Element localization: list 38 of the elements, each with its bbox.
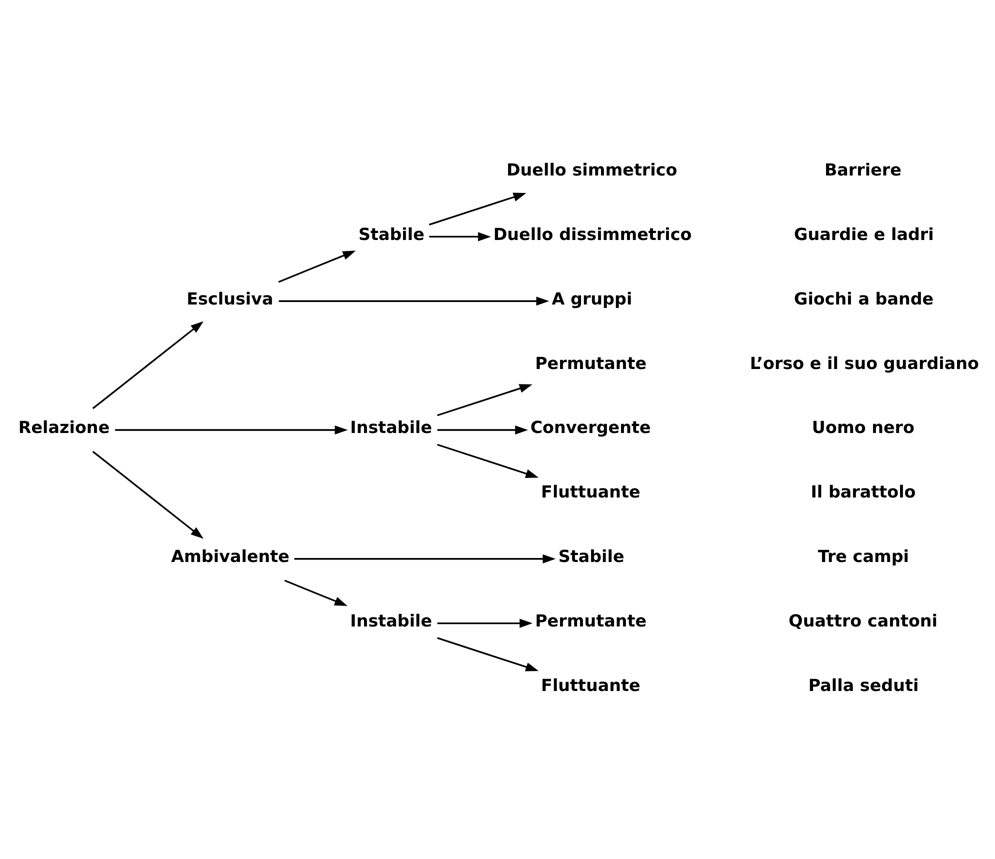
node-text: Ambivalente bbox=[171, 546, 290, 566]
arrow bbox=[115, 424, 348, 434]
arrow bbox=[437, 636, 539, 671]
arrow bbox=[437, 384, 532, 416]
arrow bbox=[92, 450, 204, 538]
label: Giochi a bande bbox=[794, 288, 934, 308]
arrow bbox=[429, 232, 491, 241]
node-text: Fluttuante bbox=[541, 481, 640, 502]
label: Tre campi bbox=[818, 546, 910, 566]
arrow bbox=[437, 443, 539, 478]
node-text: Permutante bbox=[535, 610, 647, 630]
arrow bbox=[428, 192, 526, 226]
node-text: Relazione bbox=[18, 416, 110, 437]
label: Palla seduti bbox=[808, 674, 919, 694]
arrow bbox=[437, 424, 528, 434]
arrow bbox=[284, 579, 348, 606]
label: Uomo nero bbox=[812, 416, 915, 437]
node-text: Duello dissimmetrico bbox=[493, 223, 692, 244]
label: Quattro cantoni bbox=[788, 610, 938, 630]
node-text: Esclusiva bbox=[186, 288, 274, 308]
arrow bbox=[92, 320, 204, 409]
node-text: Stabile bbox=[558, 546, 624, 566]
node-text: Instabile bbox=[350, 416, 432, 437]
arrow bbox=[437, 618, 533, 628]
arrow bbox=[278, 296, 550, 306]
node-text: A gruppi bbox=[552, 288, 632, 308]
arrow bbox=[278, 250, 356, 282]
node-text: Fluttuante bbox=[541, 674, 640, 694]
label: L’orso e il suo guardiano bbox=[750, 352, 979, 372]
node-text: Stabile bbox=[358, 223, 424, 244]
node-text: Instabile bbox=[350, 610, 432, 630]
label: Barriere bbox=[824, 158, 902, 179]
arrow bbox=[294, 554, 556, 563]
node-text: Permutante bbox=[535, 352, 647, 372]
label: Il barattolo bbox=[810, 481, 916, 502]
node-text: Duello simmetrico bbox=[506, 158, 678, 179]
label: Guardie e ladri bbox=[794, 223, 934, 244]
node-text: Convergente bbox=[530, 416, 651, 437]
